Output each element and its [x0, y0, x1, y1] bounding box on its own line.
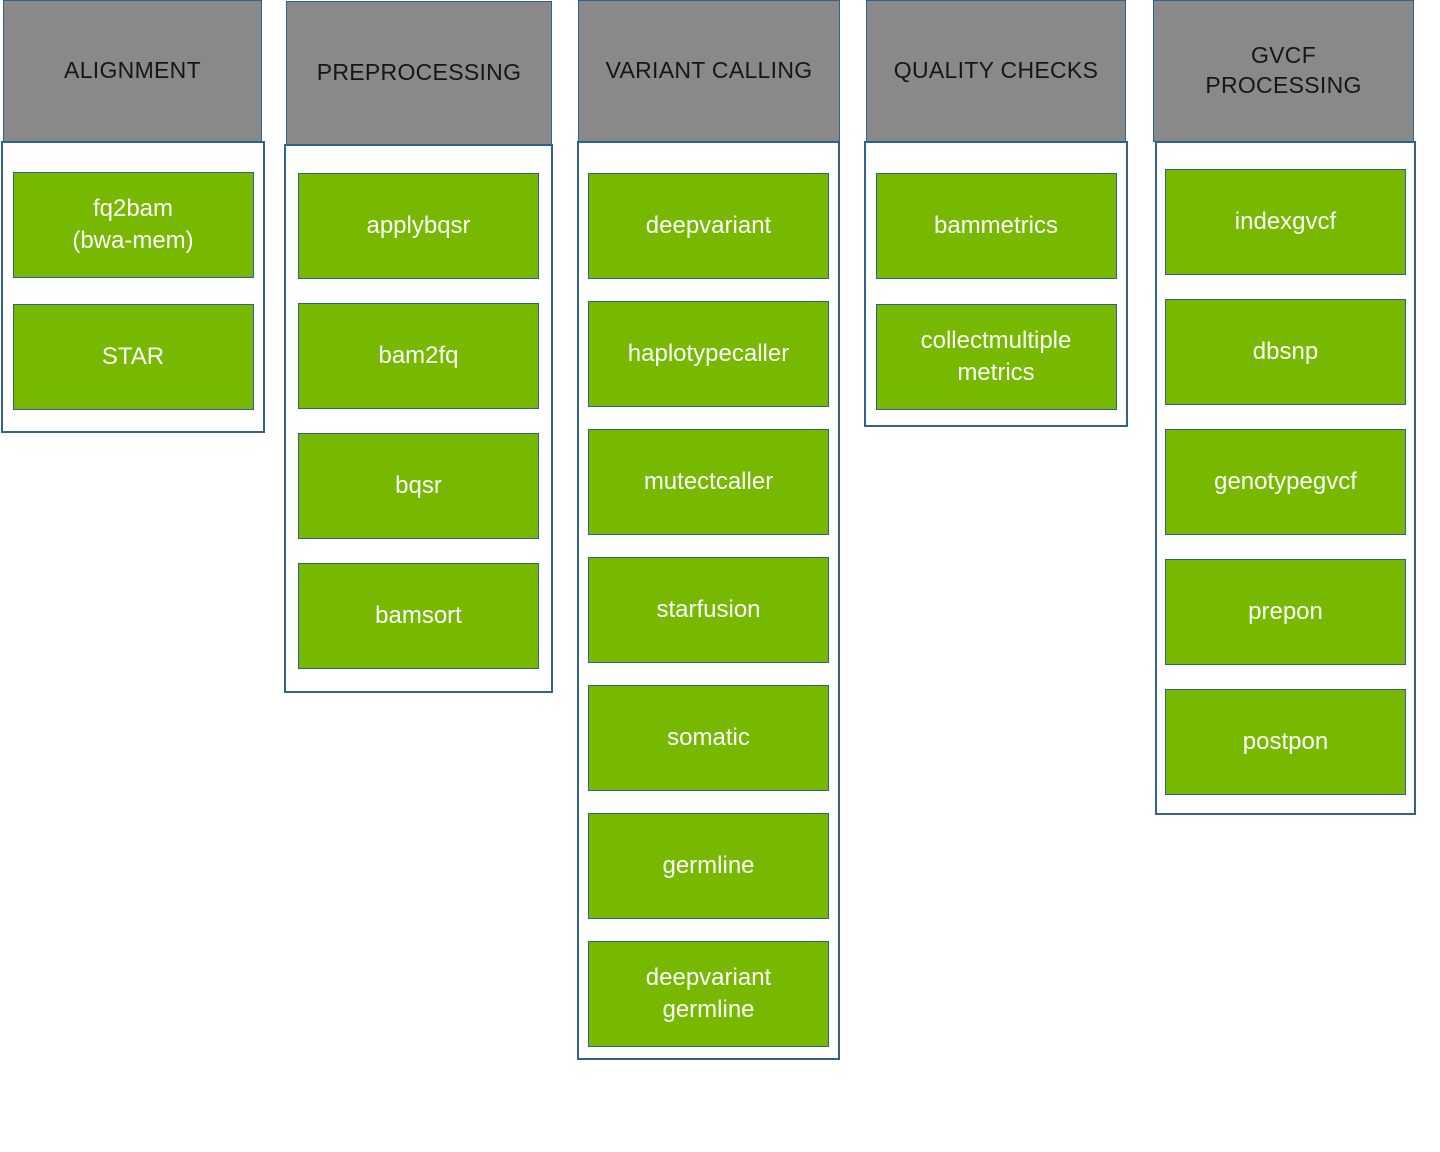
box-starfusion: starfusion — [588, 557, 829, 663]
column-body-preprocessing: applybqsr bam2fq bqsr bamsort — [284, 144, 553, 693]
box-bam2fq-label: bam2fq — [378, 341, 459, 369]
column-header-variant-calling: VARIANT CALLING — [578, 0, 840, 142]
column-body-gvcf-processing: indexgvcf dbsnp genotypegvcf prepon post… — [1155, 141, 1416, 815]
box-deepvariant: deepvariant — [588, 173, 829, 279]
box-star: STAR — [12, 304, 254, 410]
column-body-quality-checks: bammetrics collectmultiple metrics — [864, 141, 1128, 427]
column-header-alignment: ALIGNMENT — [3, 0, 262, 142]
box-fq2bam-label: fq2bam (bwa-mem) — [72, 194, 194, 254]
box-starfusion-label: starfusion — [656, 595, 761, 623]
box-bam2fq: bam2fq — [298, 303, 539, 409]
box-star-label: STAR — [101, 342, 165, 370]
box-somatic-label: somatic — [667, 723, 750, 751]
box-applybqsr-label: applybqsr — [366, 211, 471, 239]
box-applybqsr: applybqsr — [298, 173, 539, 279]
box-indexgvcf: indexgvcf — [1165, 169, 1406, 275]
box-indexgvcf-label: indexgvcf — [1234, 207, 1337, 235]
box-haplotypecaller-label: haplotypecaller — [627, 339, 790, 367]
box-prepon: prepon — [1165, 559, 1406, 665]
column-body-alignment: fq2bam (bwa-mem) STAR — [1, 141, 265, 433]
box-genotypegvcf: genotypegvcf — [1165, 429, 1406, 535]
box-genotypegvcf-label: genotypegvcf — [1214, 467, 1357, 495]
column-title-quality-checks: QUALITY CHECKS — [893, 57, 1099, 84]
box-collectmultiplemetrics-label: collectmultiple metrics — [920, 326, 1072, 386]
box-dbsnp: dbsnp — [1165, 299, 1406, 405]
box-collectmultiplemetrics: collectmultiple metrics — [875, 304, 1117, 410]
box-bammetrics-label: bammetrics — [933, 211, 1059, 239]
box-mutectcaller-label: mutectcaller — [643, 467, 774, 495]
column-title-variant-calling: VARIANT CALLING — [605, 57, 813, 84]
column-title-preprocessing: PREPROCESSING — [316, 59, 522, 86]
box-germline-label: germline — [662, 851, 755, 879]
column-header-gvcf-processing: GVCF PROCESSING — [1153, 0, 1414, 142]
box-deepvariant-germline-label: deepvariant germline — [645, 963, 772, 1023]
box-bqsr-label: bqsr — [395, 471, 442, 499]
box-haplotypecaller: haplotypecaller — [588, 301, 829, 407]
box-bammetrics: bammetrics — [875, 173, 1117, 279]
column-body-variant-calling: deepvariant haplotypecaller mutectcaller… — [577, 141, 840, 1060]
box-bamsort: bamsort — [298, 563, 539, 669]
box-mutectcaller: mutectcaller — [588, 429, 829, 535]
column-header-preprocessing: PREPROCESSING — [286, 1, 552, 145]
box-dbsnp-label: dbsnp — [1252, 337, 1319, 365]
box-deepvariant-label: deepvariant — [645, 211, 772, 239]
box-bamsort-label: bamsort — [375, 601, 462, 629]
box-postpon-label: postpon — [1242, 727, 1329, 755]
box-deepvariant-germline: deepvariant germline — [588, 941, 829, 1047]
box-fq2bam: fq2bam (bwa-mem) — [12, 172, 254, 278]
box-somatic: somatic — [588, 685, 829, 791]
box-postpon: postpon — [1165, 689, 1406, 795]
box-germline: germline — [588, 813, 829, 919]
box-bqsr: bqsr — [298, 433, 539, 539]
box-prepon-label: prepon — [1248, 597, 1323, 625]
column-title-alignment: ALIGNMENT — [64, 57, 201, 84]
column-header-quality-checks: QUALITY CHECKS — [866, 0, 1126, 142]
column-title-gvcf-processing: GVCF PROCESSING — [1205, 42, 1362, 98]
